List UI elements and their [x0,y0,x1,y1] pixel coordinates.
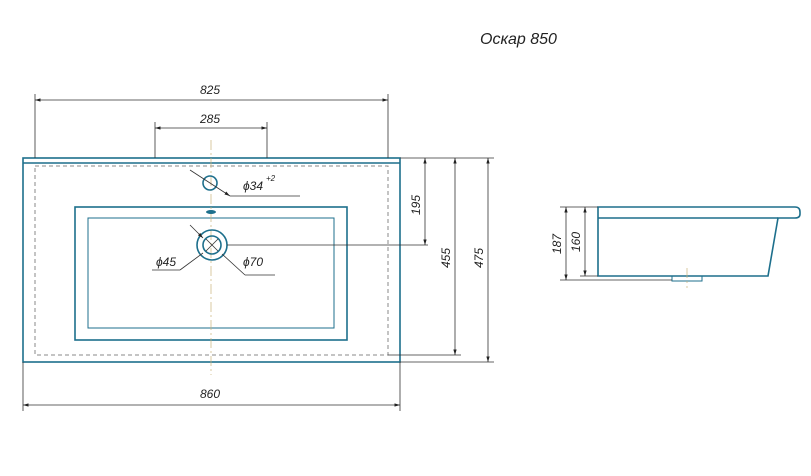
dimension-overflow: ϕ34 +2 [189,169,300,197]
dim-label-tolerance: +2 [266,174,276,183]
dim-label-160: 160 [569,232,583,252]
hidden-outline [34,165,389,356]
dimension-285: 285 [154,112,268,158]
dim-label-187: 187 [550,233,564,254]
top-view [22,140,401,375]
dim-label-285: 285 [199,112,220,126]
dimension-195: 195 [400,157,494,245]
drain-cross [205,238,219,252]
drawing-title: Оскар 850 [480,31,557,48]
dimension-825: 825 [34,83,389,158]
dim-label-phi70: ϕ70 [243,255,263,269]
dimension-455: 455 [388,158,461,356]
dim-label-195: 195 [409,195,423,215]
overflow-slot [206,210,216,214]
dimension-860: 860 [22,362,401,411]
dim-label-phi45: ϕ45 [156,255,176,269]
dimension-160: 160 [569,207,598,277]
dimension-187: 187 [550,206,672,281]
dim-label-825: 825 [200,83,220,97]
dim-label-455: 455 [439,248,453,268]
dim-label-phi34: ϕ34 [243,179,263,193]
dim-label-475: 475 [472,248,486,268]
dimension-475: 475 [400,158,494,363]
dimension-drain: ϕ45 ϕ70 [152,224,428,276]
countertop-outline [22,157,401,363]
overflow-hole [202,175,218,191]
side-profile [597,206,801,277]
dim-label-860: 860 [200,387,220,401]
side-view [597,206,801,288]
drain-inner [202,235,222,255]
